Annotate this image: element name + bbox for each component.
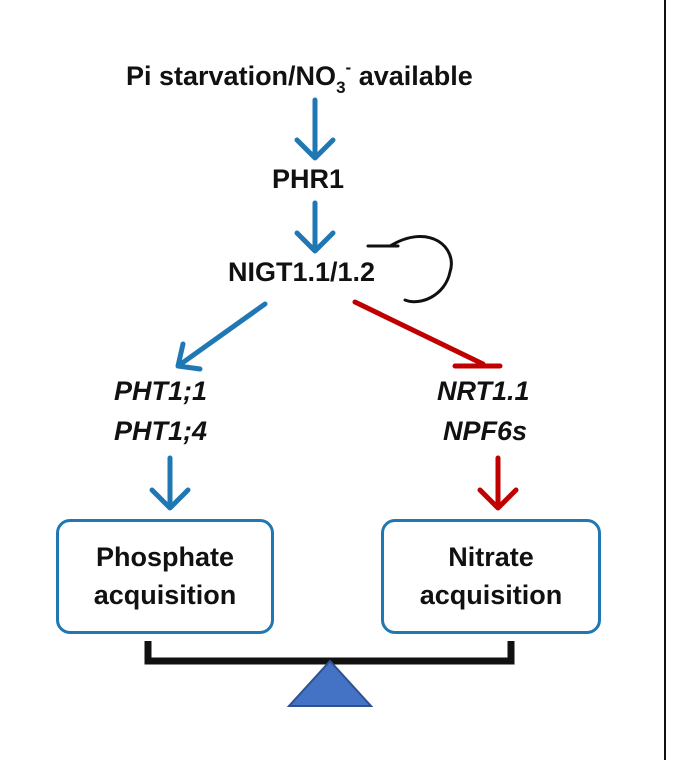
pht-line2: PHT1;4: [114, 416, 208, 446]
balance-bar: [144, 641, 515, 665]
arrow-nrt-to-nitrate: [477, 455, 519, 511]
signal-label: Pi starvation/NO3- available: [126, 59, 473, 96]
nrt-line2: NPF6s: [443, 416, 528, 446]
arrow-signal-to-phr1: [294, 97, 336, 161]
signal-prefix: Pi starvation/NO: [126, 61, 337, 91]
arrow-pht-to-phosphate: [149, 455, 191, 511]
phosphate-box-line1: Phosphate: [95, 542, 235, 573]
nigt-label: NIGT1.1/1.2: [228, 257, 376, 287]
inhibition-nigt-to-nrt: [352, 299, 503, 369]
signal-subscript: 3: [336, 78, 346, 97]
arrow-phr1-to-nigt: [294, 200, 336, 254]
pht-line1: PHT1;1: [114, 376, 208, 406]
nitrate-box-line1: Nitrate: [448, 542, 534, 573]
nrt-line1: NRT1.1: [437, 376, 530, 406]
arrow-nigt-to-pht: [175, 301, 268, 372]
phr1-label: PHR1: [272, 164, 345, 194]
phosphate-acquisition-box: Phosphate acquisition: [56, 519, 274, 634]
phosphate-box-line2: acquisition: [93, 579, 237, 610]
signal-suffix: available: [351, 61, 473, 91]
self-repression-loop: [388, 234, 453, 304]
nitrate-box-line2: acquisition: [419, 579, 563, 610]
page-edge: [664, 0, 680, 760]
signal-superscript: -: [345, 58, 352, 77]
balance-fulcrum: [286, 659, 374, 707]
nitrate-acquisition-box: Nitrate acquisition: [381, 519, 601, 634]
